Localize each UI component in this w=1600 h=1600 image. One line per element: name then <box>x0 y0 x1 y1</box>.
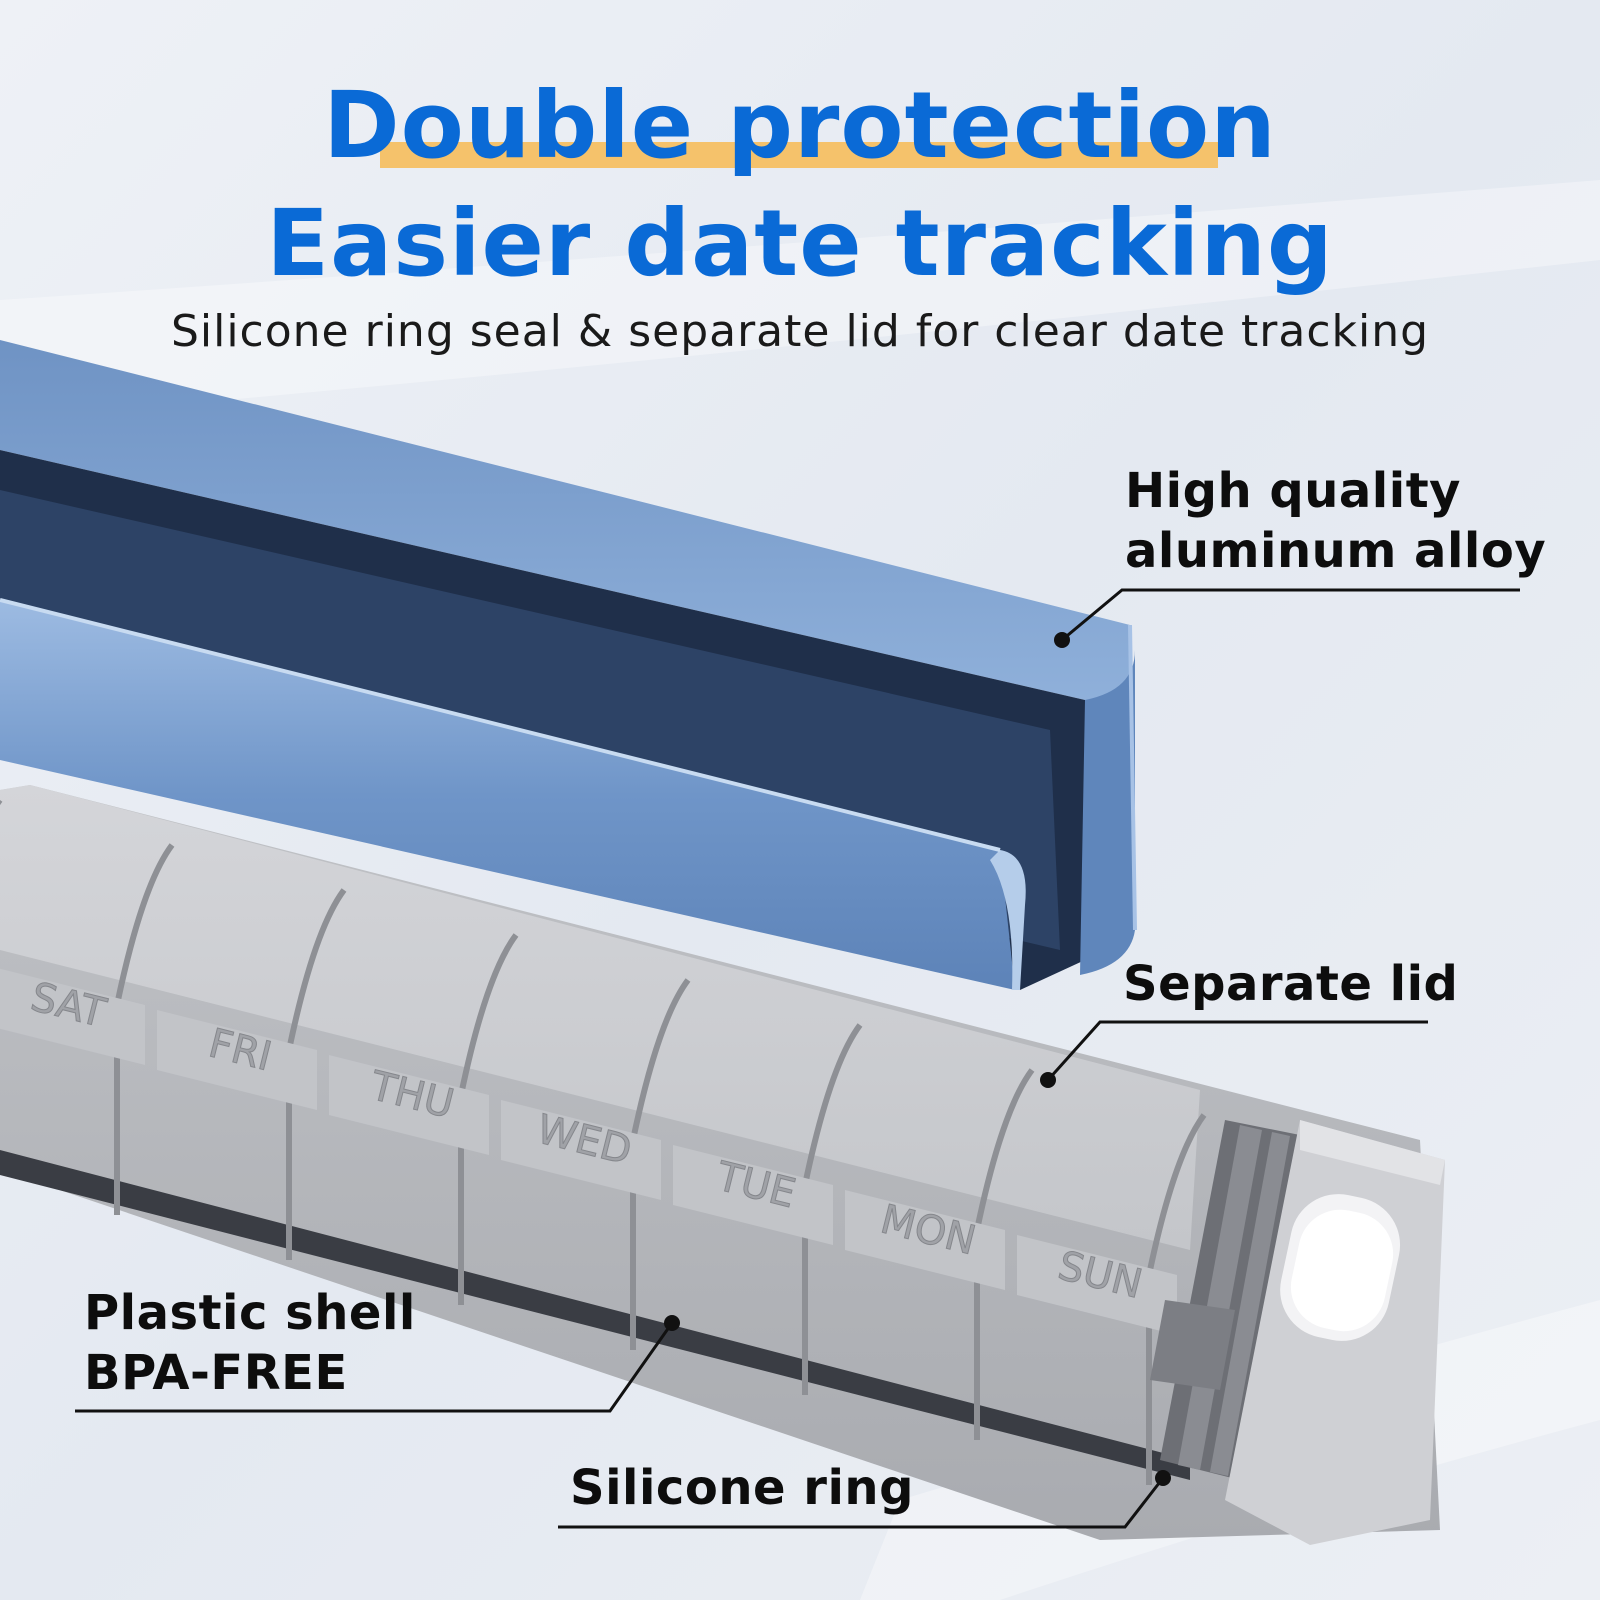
day-tab <box>1017 1235 1177 1335</box>
aluminum-lid <box>0 340 1137 990</box>
compartment-divider <box>458 933 519 1305</box>
callout-lines <box>75 588 1520 1529</box>
compartment-divider <box>114 843 175 1215</box>
headline-block: Double protection Easier date tracking S… <box>0 0 1600 380</box>
callout-separate-lid: Separate lid <box>1123 956 1459 1012</box>
callout-aluminum-line2: aluminum alloy <box>1125 523 1547 579</box>
callout-plastic-line2: BPA-FREE <box>84 1345 348 1401</box>
headline-subtitle: Silicone ring seal & separate lid for cl… <box>170 306 1430 357</box>
silicone-ring <box>1150 1120 1300 1480</box>
day-tab <box>501 1100 661 1200</box>
cap <box>1225 1120 1445 1545</box>
day-tab <box>845 1190 1005 1290</box>
callout-aluminum: High quality aluminum alloy <box>1125 461 1546 581</box>
day-tab <box>0 968 145 1065</box>
compartment-divider <box>286 888 347 1260</box>
compartment-divider <box>630 978 691 1350</box>
callout-plastic-line1: Plastic shell <box>84 1285 416 1341</box>
compartment-divider <box>1146 1113 1207 1485</box>
day-tab <box>673 1145 833 1245</box>
compartment-divider <box>974 1068 1035 1440</box>
compartment-divider <box>802 1023 863 1395</box>
headline-title-2: Easier date tracking <box>266 190 1334 297</box>
title-highlight-bar <box>380 142 1218 168</box>
day-tab <box>329 1055 489 1155</box>
callout-aluminum-line1: High quality <box>1125 463 1461 519</box>
callout-plastic-shell: Plastic shell BPA-FREE <box>84 1283 416 1403</box>
headline-title: Double protection <box>323 72 1277 179</box>
day-tab <box>157 1010 317 1110</box>
compartment-dividers <box>0 800 1207 1485</box>
callout-silicone-ring: Silicone ring <box>570 1460 914 1516</box>
